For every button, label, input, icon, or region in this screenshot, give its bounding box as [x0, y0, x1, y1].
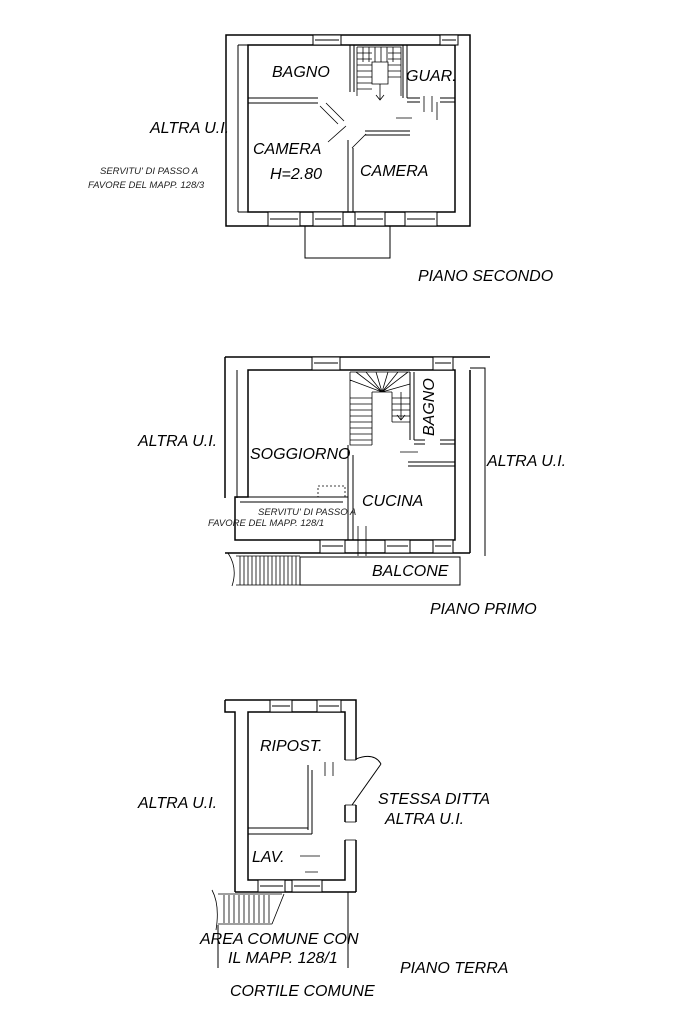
hatched-area: [317, 485, 346, 498]
window: [404, 211, 438, 227]
window: [384, 539, 411, 554]
window: [354, 211, 386, 227]
neighbor-label-left: ALTRA U.I.: [149, 120, 229, 137]
easement-note-line-2: FAVORE DEL MAPP. 128/1: [208, 518, 324, 529]
room-label-bagno: BAGNO: [421, 378, 438, 436]
ceiling-height-label: H=2.80: [270, 166, 322, 183]
door-symbols: [319, 96, 438, 149]
room-label-lavanderia: LAV.: [252, 849, 285, 866]
window: [269, 699, 293, 713]
window: [311, 356, 341, 371]
floor-plan-piano-primo: ALTRA U.I. SOGGIORNO BAGNO ALTRA U.I. CU…: [137, 356, 566, 618]
room-label-camera: CAMERA: [253, 141, 321, 158]
staircase: [356, 46, 402, 101]
common-area-boundary: [217, 892, 349, 968]
room-label-camera: CAMERA: [360, 163, 428, 180]
room-label-bagno: BAGNO: [272, 64, 330, 81]
window: [291, 879, 323, 893]
door-swing: [351, 755, 382, 806]
neighbor-label-right: ALTRA U.I.: [486, 453, 566, 470]
window: [432, 539, 454, 554]
inner-wall: [247, 44, 456, 213]
window: [312, 34, 342, 46]
outer-wall: [224, 356, 490, 554]
stoop: [304, 226, 391, 259]
easement-note-line-1: SERVITU' DI PASSO A: [258, 507, 356, 518]
window: [316, 699, 342, 713]
neighbor-label-left: ALTRA U.I.: [137, 795, 217, 812]
floor-plan-piano-terra: RIPOST. ALTRA U.I. STESSA DITTA ALTRA U.…: [137, 699, 508, 1000]
window: [267, 211, 301, 227]
partition-walls: [248, 45, 455, 212]
floor-title: PIANO SECONDO: [418, 268, 553, 285]
neighbor-wall-right: [470, 367, 486, 556]
partition-walls: [248, 765, 313, 835]
room-label-cucina: CUCINA: [362, 493, 423, 510]
common-area-label-line-2: IL MAPP. 128/1: [228, 950, 338, 967]
courtyard-label: CORTILE COMUNE: [230, 983, 375, 1000]
common-area-label-line-1: AREA COMUNE CON: [199, 931, 359, 948]
easement-note-line-1: SERVITU' DI PASSO A: [100, 166, 198, 177]
floor-plan-piano-secondo: BAGNO GUAR. ALTRA U.I. CAMERA H=2.80 CAM…: [88, 34, 553, 285]
room-label-balcone: BALCONE: [372, 563, 449, 580]
window: [319, 539, 346, 554]
neighbor-label-right-line-2: ALTRA U.I.: [384, 811, 464, 828]
floor-title: PIANO TERRA: [400, 960, 508, 977]
window: [439, 34, 459, 46]
partition-walls: [347, 372, 455, 540]
inner-wall: [247, 711, 346, 881]
neighbor-label-left: ALTRA U.I.: [137, 433, 217, 450]
neighbor-label-right-line-1: STESSA DITTA: [378, 791, 490, 808]
door-symbols: [300, 759, 356, 873]
room-label-guardaroba: GUAR.: [406, 68, 457, 85]
outer-wall: [225, 34, 471, 227]
balcony: [299, 556, 461, 586]
door-symbols: [357, 451, 418, 556]
staircase: [349, 371, 411, 446]
external-stairs: [227, 552, 300, 587]
window: [257, 879, 286, 893]
external-stairs: [211, 889, 285, 931]
floor-title: PIANO PRIMO: [430, 601, 537, 618]
room-label-ripostiglio: RIPOST.: [260, 738, 323, 755]
window: [312, 211, 344, 227]
outer-wall: [224, 699, 357, 893]
easement-note-line-2: FAVORE DEL MAPP. 128/3: [88, 180, 205, 191]
window: [432, 356, 454, 371]
room-label-soggiorno: SOGGIORNO: [250, 446, 350, 463]
neighbor-wall-line: [237, 44, 248, 213]
